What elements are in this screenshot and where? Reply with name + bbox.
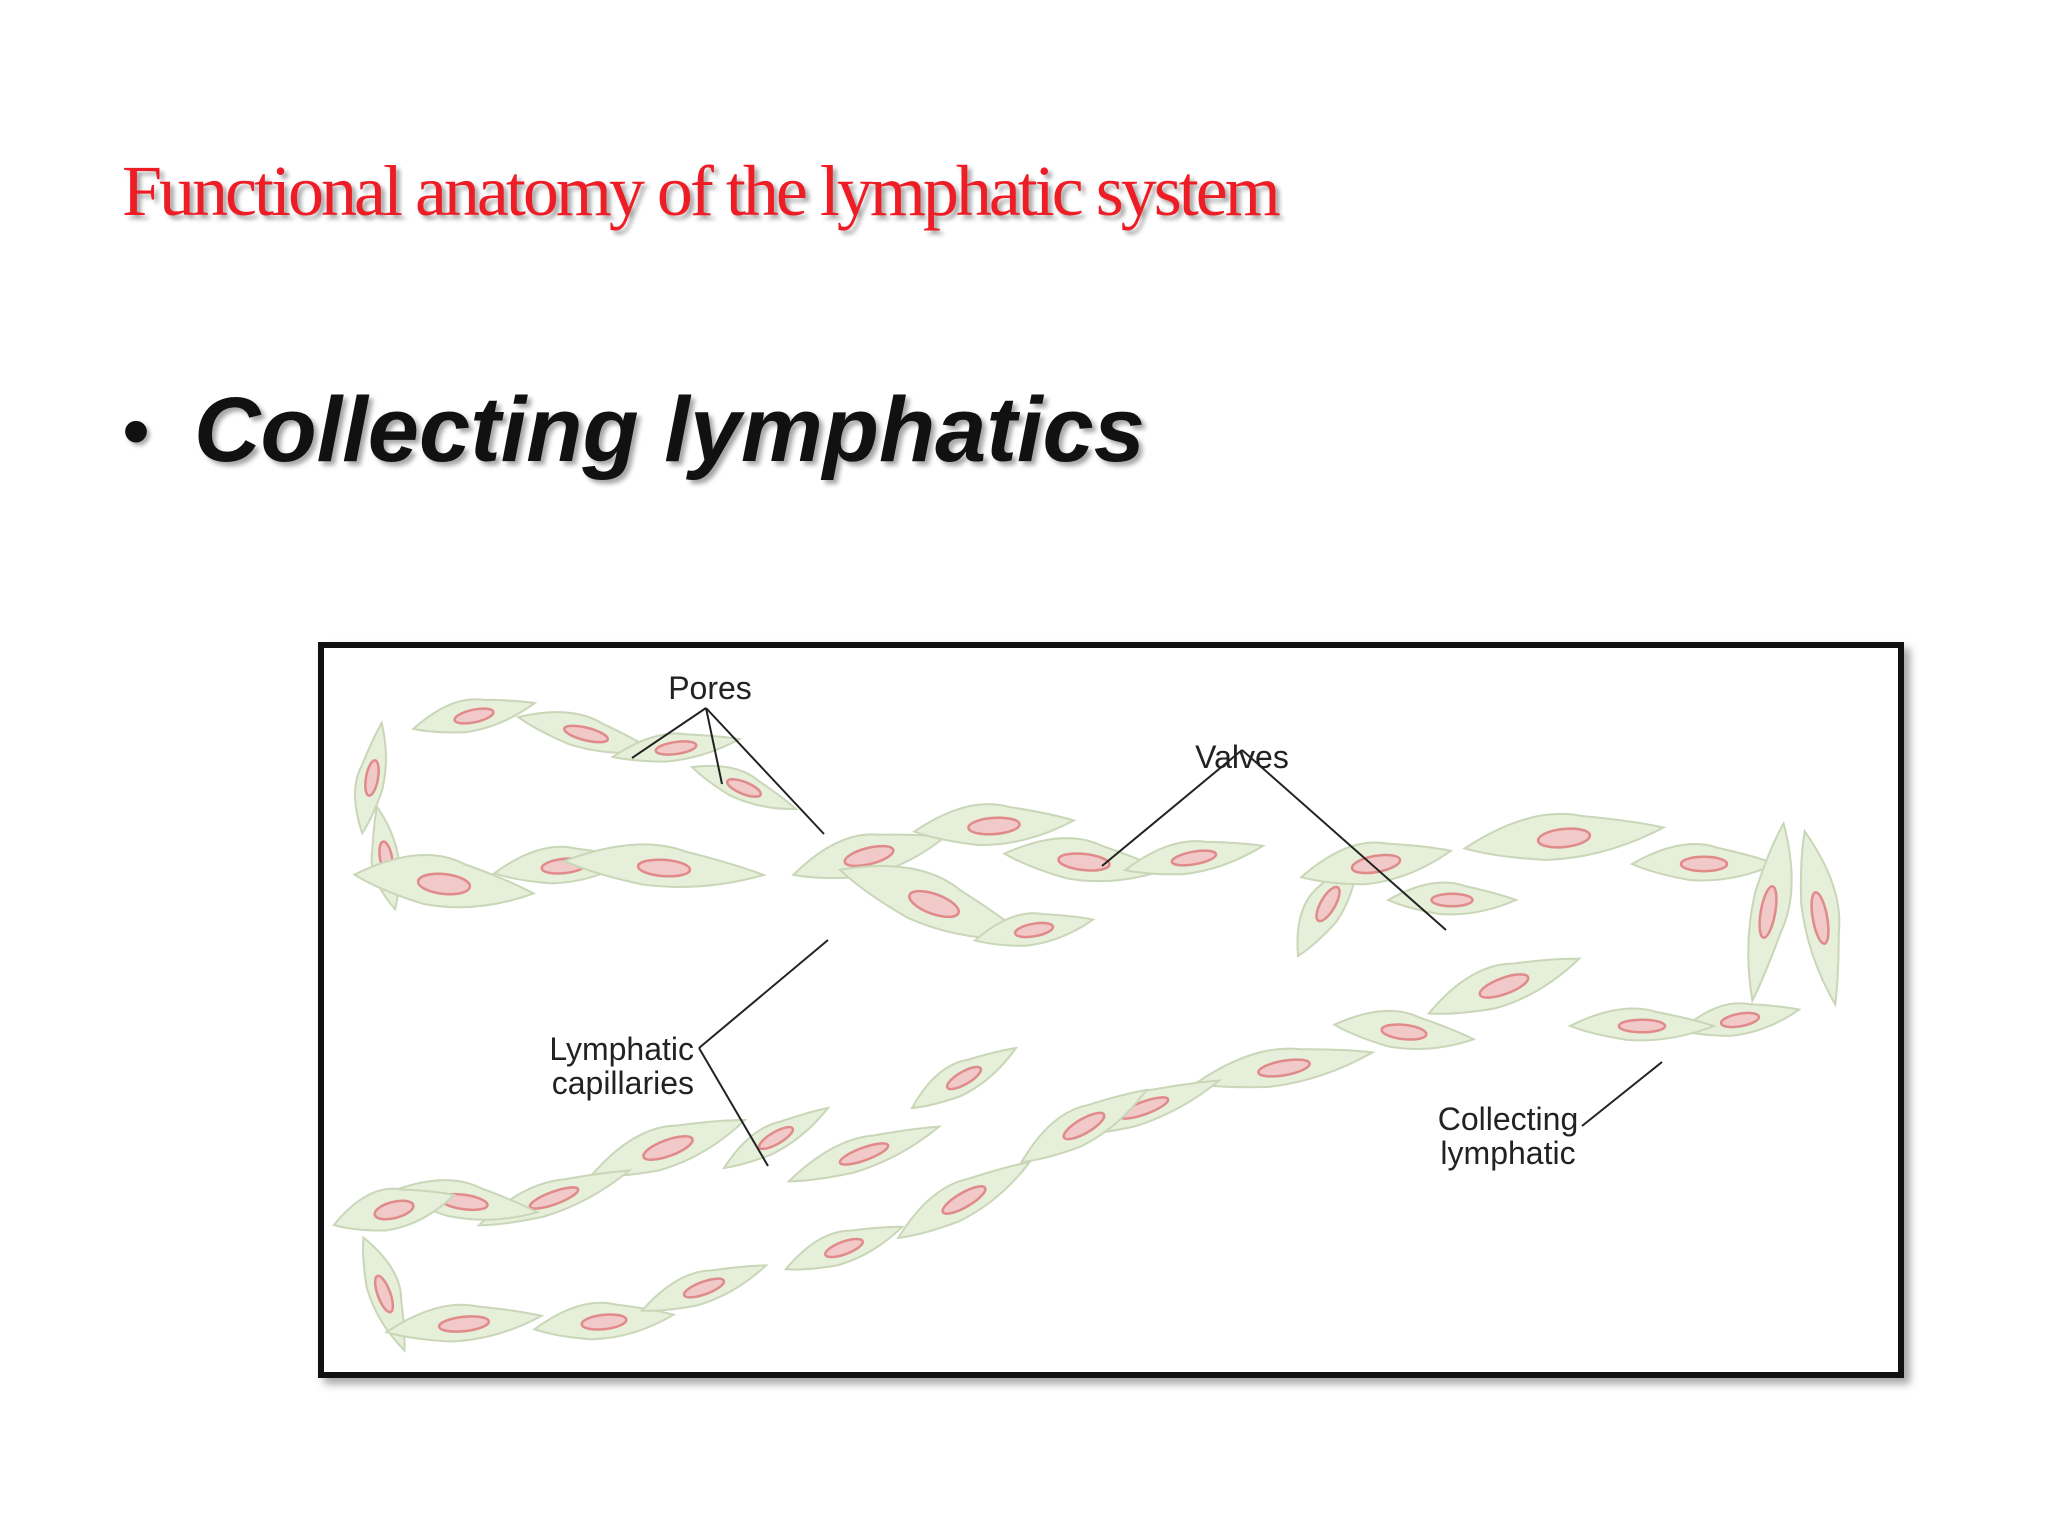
endothelial-cell xyxy=(1426,957,1582,1015)
endothelial-cell xyxy=(912,803,1077,847)
endothelial-cell xyxy=(783,1225,905,1271)
cell-nucleus xyxy=(562,724,610,744)
cell-nucleus xyxy=(453,707,495,725)
pores-leader-1 xyxy=(631,707,707,759)
leader-lines xyxy=(631,707,1663,1167)
endothelial-cells xyxy=(332,698,1841,1353)
cell-nucleus xyxy=(1062,1111,1106,1141)
cell-nucleus xyxy=(941,1185,987,1215)
capillaries-leader-2 xyxy=(698,1047,769,1167)
cell-nucleus xyxy=(642,1135,694,1161)
cell-nucleus xyxy=(1679,855,1729,873)
slide-title: Functional anatomy of the lymphatic syst… xyxy=(122,151,1281,231)
endothelial-cell xyxy=(1629,843,1779,882)
cell-nucleus xyxy=(1257,1058,1311,1078)
endothelial-cell xyxy=(610,732,743,763)
endothelial-cell xyxy=(532,1301,677,1341)
cell-nucleus xyxy=(373,1274,395,1314)
pores-leader-2 xyxy=(705,707,723,785)
endothelial-cell xyxy=(1678,1002,1802,1037)
endothelial-cell xyxy=(352,854,536,909)
label-lymphatic-capillaries-2: capillaries xyxy=(552,1065,694,1101)
endothelial-cell xyxy=(639,1264,769,1312)
cell-nucleus xyxy=(528,1186,580,1210)
label-collecting-lymphatic-2: lymphatic xyxy=(1440,1135,1575,1171)
cell-nucleus xyxy=(580,1313,628,1331)
endothelial-cell xyxy=(786,1125,943,1183)
endothelial-cell xyxy=(910,1046,1019,1110)
endothelial-cell xyxy=(972,912,1096,947)
diagram-labels: Pores Valves Lymphatic capillaries Colle… xyxy=(549,670,1578,1171)
endothelial-cell xyxy=(896,1160,1033,1240)
cell-nucleus xyxy=(967,816,1021,836)
label-pores: Pores xyxy=(668,670,752,706)
cell-nucleus xyxy=(1758,885,1778,939)
cell-nucleus xyxy=(1810,891,1830,945)
endothelial-cell xyxy=(588,1118,748,1178)
bullet-text: Collecting lymphatics xyxy=(194,379,1145,481)
endothelial-cell xyxy=(1299,841,1454,886)
endothelial-cell xyxy=(354,720,387,836)
endothelial-cell xyxy=(561,843,767,888)
label-collecting-lymphatic-1: Collecting xyxy=(1438,1101,1579,1137)
cell-nucleus xyxy=(1013,921,1055,939)
endothelial-cell xyxy=(722,1106,831,1170)
cell-nucleus xyxy=(1430,892,1474,908)
label-valves: Valves xyxy=(1195,739,1289,775)
endothelial-cell xyxy=(362,1235,406,1353)
endothelial-cell xyxy=(1567,1007,1717,1042)
endothelial-cell xyxy=(1385,881,1519,916)
collecting-leader xyxy=(1581,1061,1663,1127)
cell-nucleus xyxy=(1057,852,1111,872)
cell-nucleus xyxy=(823,1237,865,1259)
lymphatic-diagram: Pores Valves Lymphatic capillaries Colle… xyxy=(332,670,1841,1353)
endothelial-cell xyxy=(1462,812,1667,861)
capillaries-leader-1 xyxy=(698,939,829,1049)
cell-nucleus xyxy=(1617,1018,1667,1034)
cell-nucleus xyxy=(636,858,692,878)
cell-nucleus xyxy=(1719,1011,1761,1029)
cell-nucleus xyxy=(1380,1023,1428,1041)
endothelial-cell xyxy=(332,1187,457,1232)
endothelial-cell xyxy=(384,1303,545,1343)
endothelial-cell xyxy=(1332,1009,1477,1050)
cell-nucleus xyxy=(1170,849,1218,867)
cell-nucleus xyxy=(682,1277,726,1299)
cell-nucleus xyxy=(757,1125,795,1151)
endothelial-cell xyxy=(1122,840,1266,876)
endothelial-cell xyxy=(689,764,799,810)
endothelial-cell xyxy=(1019,1088,1149,1164)
endothelial-cell xyxy=(1747,820,1793,1004)
valves-leader-2 xyxy=(1241,749,1447,931)
valves-leader-1 xyxy=(1101,749,1243,867)
cell-nucleus xyxy=(364,759,380,797)
cell-nucleus xyxy=(1478,973,1530,999)
cell-nucleus xyxy=(725,778,763,798)
cell-nucleus xyxy=(838,1142,890,1166)
cell-nucleus xyxy=(373,1199,415,1221)
cell-nucleus xyxy=(908,889,960,919)
cell-nucleus xyxy=(1350,853,1402,875)
lymphatic-diagram-figure: Pores Valves Lymphatic capillaries Colle… xyxy=(318,642,1904,1378)
cell-nucleus xyxy=(843,844,895,868)
bullet-item: • Collecting lymphatics xyxy=(122,378,1145,483)
pores-leader-3 xyxy=(705,707,825,835)
bullet-icon: • xyxy=(122,385,151,475)
cell-nucleus xyxy=(416,872,472,896)
endothelial-cell xyxy=(411,698,538,734)
endothelial-cell xyxy=(1192,1047,1376,1089)
cell-nucleus xyxy=(1315,885,1341,923)
cell-nucleus xyxy=(654,740,698,756)
label-lymphatic-capillaries-1: Lymphatic xyxy=(549,1031,694,1067)
cell-nucleus xyxy=(437,1315,491,1333)
cell-nucleus xyxy=(945,1065,983,1091)
cell-nucleus xyxy=(1536,827,1592,849)
endothelial-cell xyxy=(1799,828,1841,1008)
